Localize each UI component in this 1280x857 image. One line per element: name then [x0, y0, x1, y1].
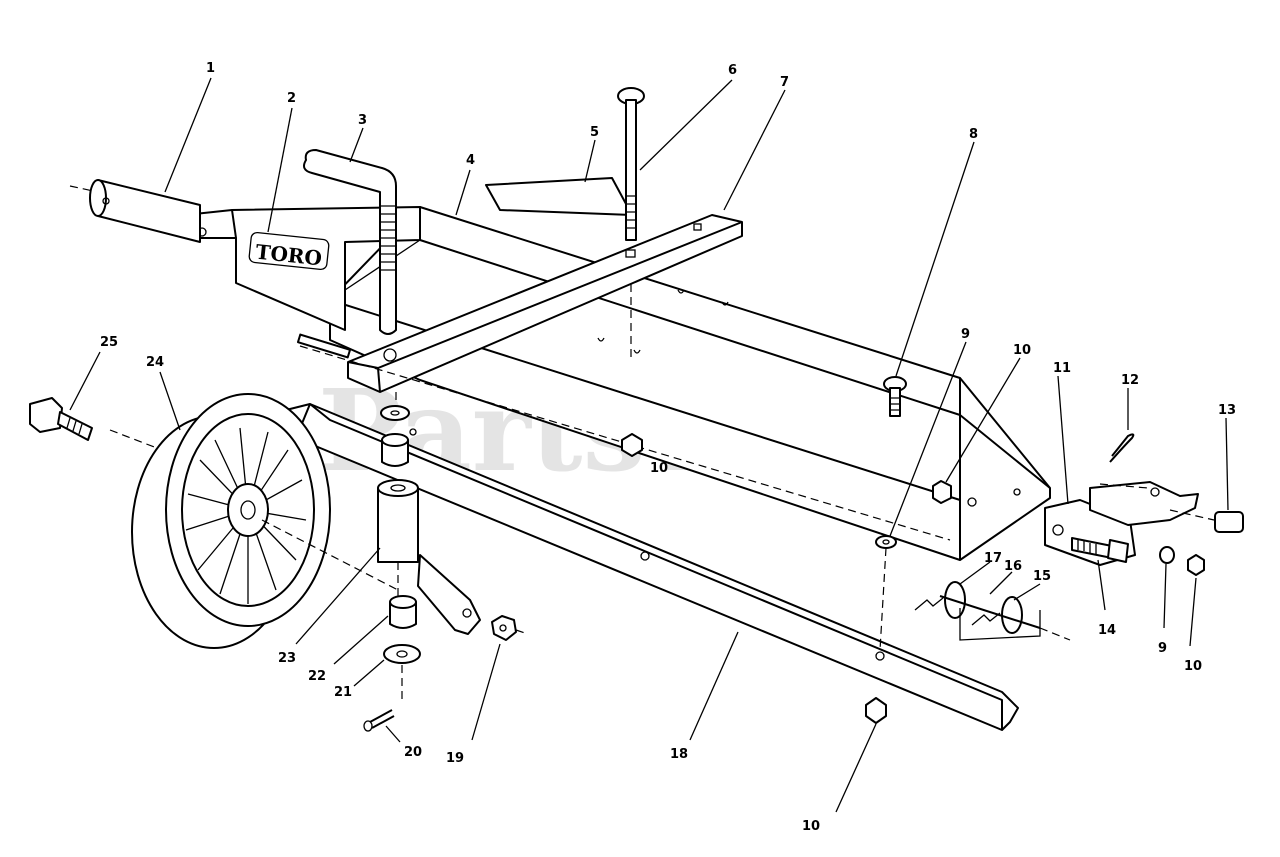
part-bushing-13[interactable]	[1169, 509, 1244, 533]
part-cross-tube[interactable]	[347, 214, 743, 393]
part-washer-9a[interactable]	[875, 535, 897, 549]
callout-15: 15	[1033, 569, 1051, 584]
callout-1: 1	[206, 61, 215, 76]
part-lower-bushing[interactable]	[389, 595, 417, 629]
part-spring-17[interactable]	[914, 581, 966, 619]
callout-2: 2	[287, 91, 296, 106]
part-bolt-14[interactable]	[1071, 537, 1129, 563]
callout-10-mid: 10	[650, 461, 668, 476]
callout-4: 4	[466, 153, 475, 168]
part-wheel-nut[interactable]	[491, 615, 529, 641]
part-toro-bracket[interactable]: TORO	[184, 206, 421, 331]
part-spring-15[interactable]	[971, 596, 1023, 634]
part-hairpin-12[interactable]	[1109, 433, 1135, 463]
callout-17: 17	[984, 551, 1002, 566]
callout-10-bottom: 10	[802, 819, 820, 834]
callout-5: 5	[590, 125, 599, 140]
callout-18: 18	[670, 747, 688, 762]
callout-22: 22	[308, 669, 326, 684]
part-nut-10a[interactable]	[932, 480, 952, 504]
callout-10-top: 10	[1013, 343, 1031, 358]
callout-14: 14	[1098, 623, 1116, 638]
callout-21: 21	[334, 685, 352, 700]
callout-20: 20	[404, 745, 422, 760]
part-short-carriage-bolt[interactable]	[883, 376, 907, 417]
callout-9-top: 9	[961, 327, 970, 342]
part-top-bushing[interactable]	[381, 428, 417, 467]
part-handle-tube[interactable]	[69, 179, 201, 243]
part-nut-10c[interactable]	[1187, 554, 1205, 576]
callout-10-right: 10	[1184, 659, 1202, 674]
callout-25: 25	[100, 335, 118, 350]
callout-8: 8	[969, 127, 978, 142]
part-l-pin[interactable]	[303, 149, 397, 335]
callout-11: 11	[1053, 361, 1071, 376]
part-hitch-bracket[interactable]	[1089, 481, 1199, 526]
callout-6: 6	[728, 63, 737, 78]
part-nut-10d[interactable]	[865, 697, 887, 724]
part-bottom-washer[interactable]	[383, 644, 421, 700]
part-caster-fork[interactable]	[377, 479, 481, 635]
callout-3: 3	[358, 113, 367, 128]
callout-13: 13	[1218, 403, 1236, 418]
part-nut-10b[interactable]	[621, 433, 643, 457]
part-cotter-pin[interactable]	[363, 709, 395, 732]
part-washer-9b[interactable]	[1159, 546, 1175, 564]
callout-9-right: 9	[1158, 641, 1167, 656]
part-wheel[interactable]	[109, 393, 399, 649]
callout-7: 7	[780, 75, 789, 90]
part-spacer-washer[interactable]	[380, 405, 410, 421]
callout-16: 16	[1004, 559, 1022, 574]
leader-lines	[69, 77, 1229, 813]
part-frame-channel[interactable]	[329, 206, 1051, 561]
callout-24: 24	[146, 355, 164, 370]
callout-12: 12	[1121, 373, 1139, 388]
callout-19: 19	[446, 751, 464, 766]
callout-23: 23	[278, 651, 296, 666]
part-long-carriage-bolt[interactable]	[617, 87, 645, 358]
part-shoulder-bolt[interactable]	[29, 397, 93, 441]
part-decal[interactable]	[485, 177, 633, 216]
